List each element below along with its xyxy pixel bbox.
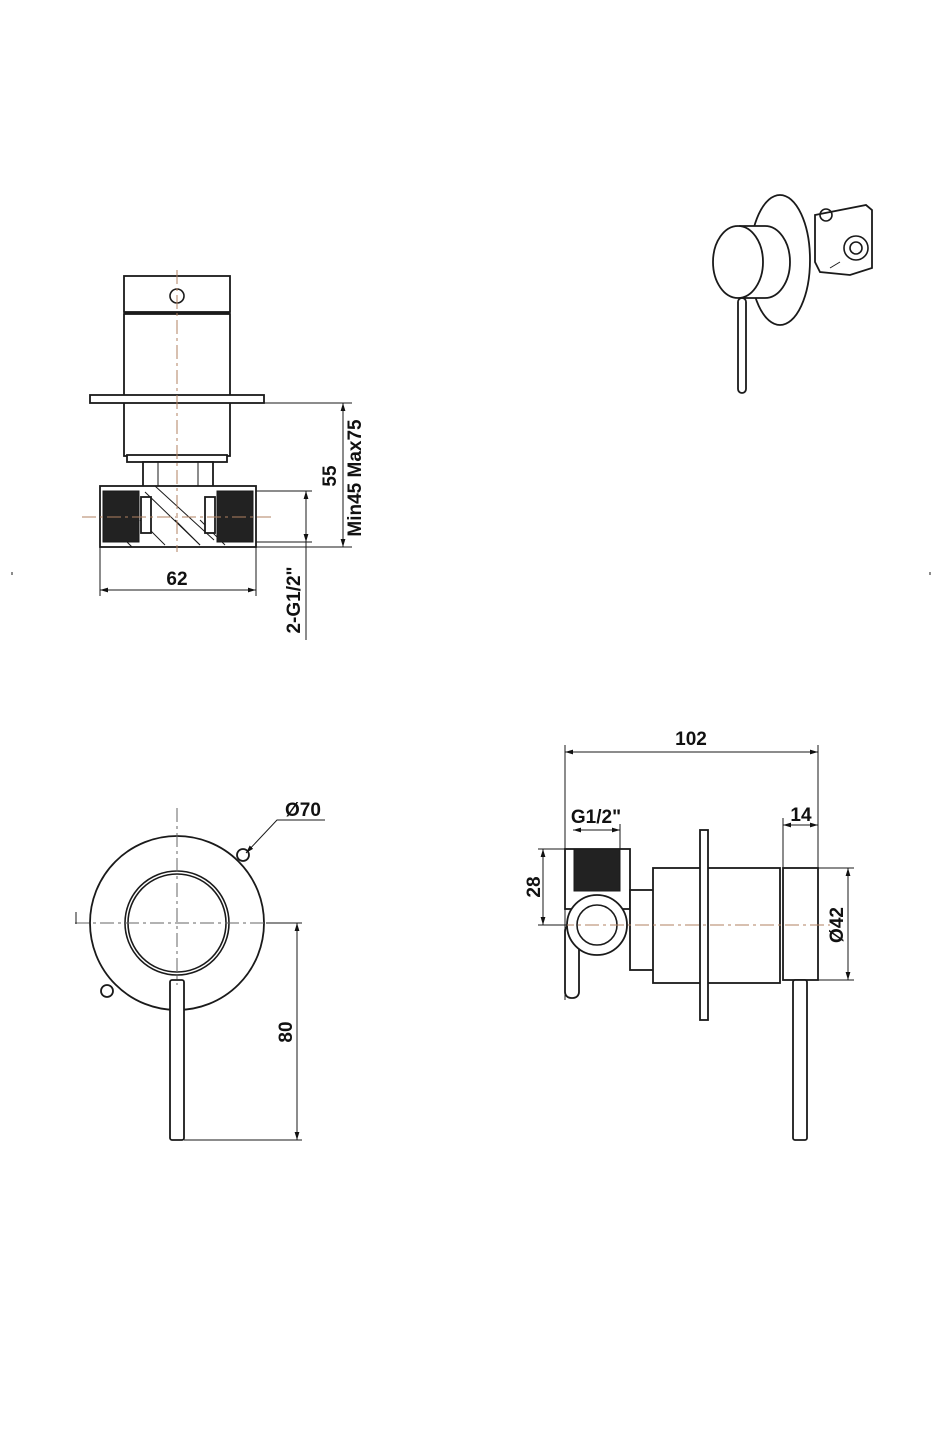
- dim-body-diameter-label: Ø42: [827, 907, 848, 943]
- section-view: 62 55 Min45 Max75 2-G1/2": [82, 270, 366, 640]
- dim-cap-length-label: 14: [790, 805, 812, 826]
- knob-face: [712, 225, 764, 299]
- dim-depth-range-label: Min45 Max75: [345, 419, 366, 537]
- dim-inlet-offset-label: 28: [524, 876, 545, 897]
- lever: [792, 979, 808, 1141]
- dim-depth-label: 55: [320, 465, 341, 487]
- dim-width-label: 62: [166, 569, 187, 590]
- lever: [169, 979, 185, 1141]
- front-view: Ø70 80: [75, 800, 325, 1141]
- dim-lever-height-label: 80: [276, 1021, 297, 1042]
- side-view: 102 G1/2" 14 28 Ø42: [524, 729, 854, 1141]
- knob-cap: [782, 867, 819, 981]
- lever: [737, 297, 747, 394]
- leader-diameter: [245, 819, 325, 854]
- isometric-view: [712, 194, 873, 394]
- dim-overall-length-label: 102: [675, 729, 707, 750]
- inlet-thread: [573, 848, 621, 892]
- dim-rosette-diameter-label: Ø70: [285, 800, 321, 821]
- valve-body: [123, 313, 231, 457]
- dim-inlet-thread-label: G1/2": [571, 807, 621, 828]
- stem: [629, 889, 655, 971]
- valve-fitting: [814, 204, 873, 276]
- dim-thread-label: 2-G1/2": [284, 566, 305, 633]
